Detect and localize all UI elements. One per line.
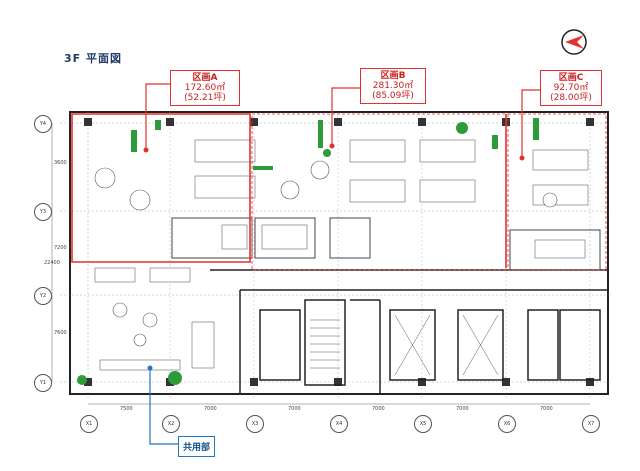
area-b-callout: 区画B 281.30㎡ (85.09坪) (360, 68, 426, 104)
dim-y-3: 22400 (44, 260, 60, 266)
axis-y2: Y2 (34, 287, 52, 305)
axis-x6: X6 (498, 415, 516, 433)
area-a-callout: 区画A 172.60㎡ (52.21坪) (170, 70, 240, 106)
dim-x-1: 7500 (120, 406, 133, 412)
dim-x-3: 7000 (288, 406, 301, 412)
area-c-callout: 区画C 92.70㎡ (28.00坪) (540, 70, 602, 106)
area-b-name: 区画B (380, 71, 406, 81)
axis-x5: X5 (414, 415, 432, 433)
dim-y-4: 7600 (54, 330, 67, 336)
axis-y1: Y1 (34, 374, 52, 392)
dim-x-2: 7000 (204, 406, 217, 412)
axis-y4: Y4 (34, 115, 52, 133)
area-c-sqm: 92.70㎡ (553, 83, 589, 93)
dim-x-6: 7000 (540, 406, 553, 412)
area-b-tsubo: (85.09坪) (372, 91, 414, 101)
area-a-tsubo: (52.21坪) (184, 93, 226, 103)
area-b-sqm: 281.30㎡ (372, 81, 414, 91)
axis-x4: X4 (330, 415, 348, 433)
axis-x2: X2 (162, 415, 180, 433)
area-c-tsubo: (28.00坪) (550, 93, 592, 103)
area-a-sqm: 172.60㎡ (184, 83, 226, 93)
north-arrow-icon (561, 29, 587, 55)
dim-x-4: 7000 (372, 406, 385, 412)
dim-y-2: 7200 (54, 245, 67, 251)
area-a-name: 区画A (192, 73, 218, 83)
axis-y3: Y3 (34, 203, 52, 221)
dim-x-5: 7000 (456, 406, 469, 412)
page-title: 3F 平面図 (64, 52, 122, 65)
common-area-callout: 共用部 (178, 436, 216, 457)
axis-x7: X7 (582, 415, 600, 433)
area-c-name: 区画C (558, 73, 584, 83)
dim-y-1: 3600 (54, 160, 67, 166)
axis-x1: X1 (80, 415, 98, 433)
axis-x3: X3 (246, 415, 264, 433)
